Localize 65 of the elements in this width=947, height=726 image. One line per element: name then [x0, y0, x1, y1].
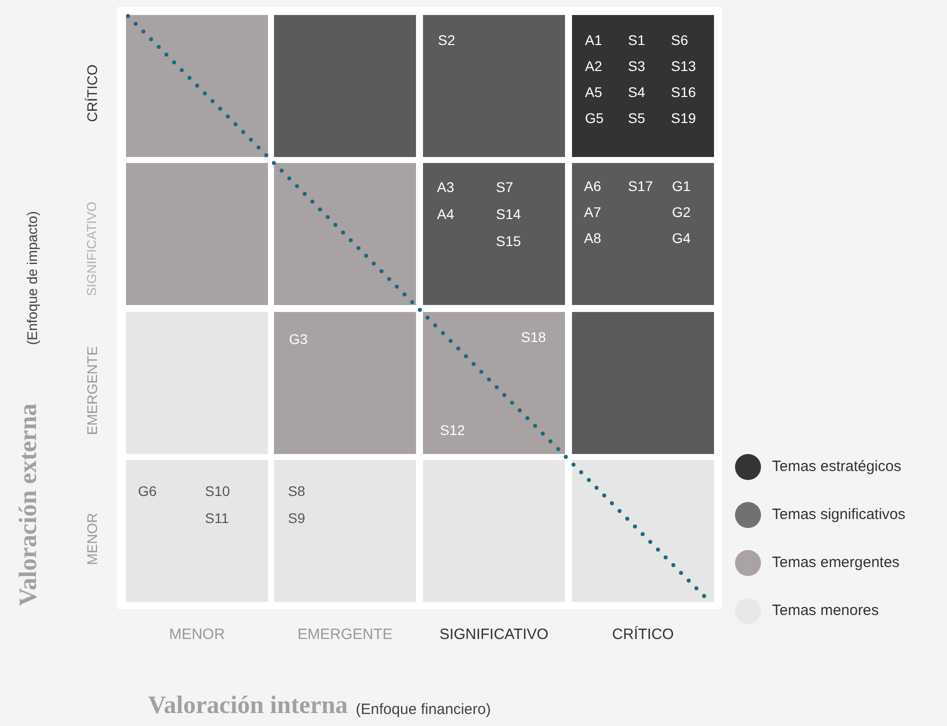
topic-code: S2 [438, 32, 456, 48]
empty-matrix-cell [126, 15, 268, 157]
topic-code: S10 [205, 483, 230, 499]
matrix-cell [274, 460, 416, 602]
topic-code: S5 [628, 110, 646, 126]
topic-code: G5 [585, 110, 604, 126]
matrix-cell [423, 312, 565, 454]
topic-code: S11 [205, 510, 229, 526]
matrix-cell [423, 163, 565, 305]
legend-label: Temas estratégicos [772, 458, 902, 476]
axis-title: Valoración interna [148, 692, 348, 720]
empty-matrix-cell [572, 312, 714, 454]
topic-code: S7 [496, 179, 514, 195]
topic-code: G3 [289, 331, 308, 347]
topic-code: S3 [628, 58, 646, 74]
topic-code: A6 [584, 178, 602, 194]
legend-label: Temas emergentes [772, 554, 900, 572]
empty-matrix-cell [274, 163, 416, 305]
axis-category-label: SIGNIFICATIVO [84, 202, 99, 296]
matrix-cell [274, 312, 416, 454]
topic-code: G2 [672, 204, 691, 220]
axis-title: Valoración externa [15, 403, 43, 606]
axis-category-label: MENOR [84, 512, 100, 565]
empty-matrix-cell [126, 163, 268, 305]
legend-label: Temas menores [772, 602, 879, 620]
topic-code: S16 [671, 84, 696, 100]
topic-code: S13 [671, 58, 696, 74]
topic-code: S14 [496, 206, 521, 222]
axis-category-label: CRÍTICO [612, 626, 674, 643]
topic-code: S15 [496, 233, 521, 249]
topic-code: S8 [288, 483, 306, 499]
topic-code: S18 [521, 329, 546, 345]
empty-matrix-cell [126, 312, 268, 454]
topic-code: A7 [584, 204, 602, 220]
axis-category-label: EMERGENTE [84, 346, 100, 435]
topic-code: S1 [628, 32, 646, 48]
axis-category-label: SIGNIFICATIVO [440, 626, 548, 643]
topic-code: S19 [671, 110, 696, 126]
topic-code: A2 [585, 58, 602, 74]
topic-code: G6 [138, 483, 157, 499]
matrix-cell [126, 460, 268, 602]
matrix-cell [572, 15, 714, 157]
matrix-cell [572, 163, 714, 305]
topic-code: A8 [584, 230, 602, 246]
topic-code: S4 [628, 84, 646, 100]
axis-category-label: MENOR [169, 626, 225, 643]
topic-code: S12 [440, 422, 465, 438]
topic-code: S17 [628, 178, 653, 194]
topic-code: S9 [288, 510, 306, 526]
matrix-cell [423, 15, 565, 157]
empty-matrix-cell [572, 460, 714, 602]
axis-subtitle: (Enfoque financiero) [356, 701, 491, 718]
topic-code: S6 [671, 32, 688, 48]
topic-code: A5 [585, 84, 602, 100]
topic-code: G4 [672, 230, 691, 246]
topic-code: A1 [585, 32, 602, 48]
topic-code: A4 [437, 206, 454, 222]
axis-subtitle: (Enfoque de impacto) [24, 211, 40, 345]
topic-code: G1 [672, 178, 691, 194]
topic-code: A3 [437, 179, 454, 195]
empty-matrix-cell [274, 15, 416, 157]
axis-category-label: EMERGENTE [298, 626, 392, 643]
legend-label: Temas significativos [772, 506, 906, 524]
axis-category-label: CRÍTICO [84, 64, 100, 122]
empty-matrix-cell [423, 460, 565, 602]
